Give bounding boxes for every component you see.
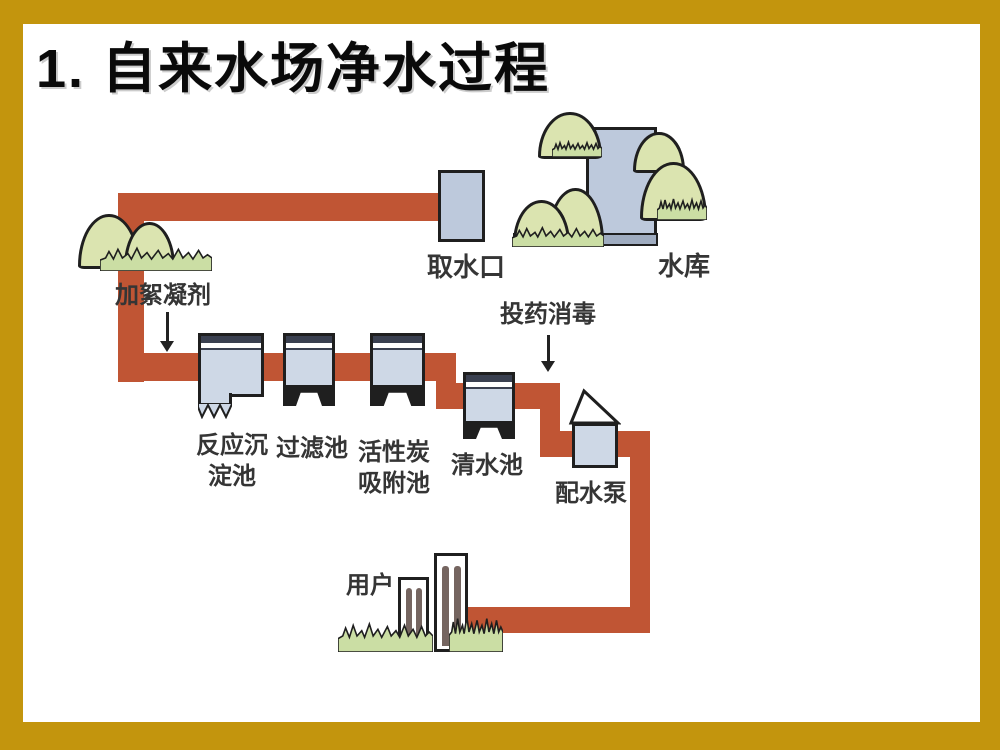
tank-cap (201, 336, 261, 343)
disinfection-arrow-icon (541, 335, 555, 372)
carbon-label: 活性炭 吸附池 (358, 440, 430, 498)
grass (338, 622, 433, 652)
reservoir-label: 水库 (658, 252, 711, 281)
disinfection-label: 投药消毒 (500, 302, 596, 328)
grass (512, 227, 604, 247)
grass (552, 141, 602, 157)
pump-roof (568, 388, 621, 425)
building-window (416, 588, 422, 646)
building-window (406, 588, 412, 646)
flocculant-arrow-icon (160, 312, 174, 352)
pipe-right-vertical (630, 431, 650, 633)
grass (100, 247, 212, 271)
sedimentation-tank-zigzag (198, 403, 232, 419)
pump-box (572, 423, 618, 468)
tank-stripe (201, 343, 261, 350)
carbon-tank-legs (370, 386, 425, 406)
filter-label: 过滤池 (276, 436, 348, 462)
intake-box (438, 170, 485, 242)
filter-tank (283, 333, 335, 388)
tank-stripe (373, 343, 422, 350)
clear-water-label: 清水池 (451, 453, 523, 479)
clear-water-tank-legs (463, 422, 515, 439)
users-label: 用户 (346, 573, 394, 599)
clear-water-tank (463, 372, 515, 424)
sedimentation-label: 反应沉 淀池 (196, 433, 268, 491)
grass (657, 198, 707, 220)
tank-cap (466, 375, 512, 382)
pipe-top-horizontal (118, 193, 452, 221)
sedimentation-tank (198, 333, 264, 397)
grass (449, 615, 503, 652)
building-window (442, 566, 449, 646)
sedimentation-tank-column (198, 393, 232, 405)
tank-cap (373, 336, 422, 343)
flocculant-label: 加絮凝剂 (115, 283, 211, 309)
filter-tank-legs (283, 386, 335, 406)
pump-label: 配水泵 (555, 481, 627, 507)
carbon-tank (370, 333, 425, 388)
tank-stripe (286, 343, 332, 350)
tank-cap (286, 336, 332, 343)
slide-title: 1. 自来水场净水过程 (36, 39, 551, 99)
tank-stripe (466, 382, 512, 389)
building-window (454, 566, 461, 646)
intake-label: 取水口 (427, 253, 506, 282)
